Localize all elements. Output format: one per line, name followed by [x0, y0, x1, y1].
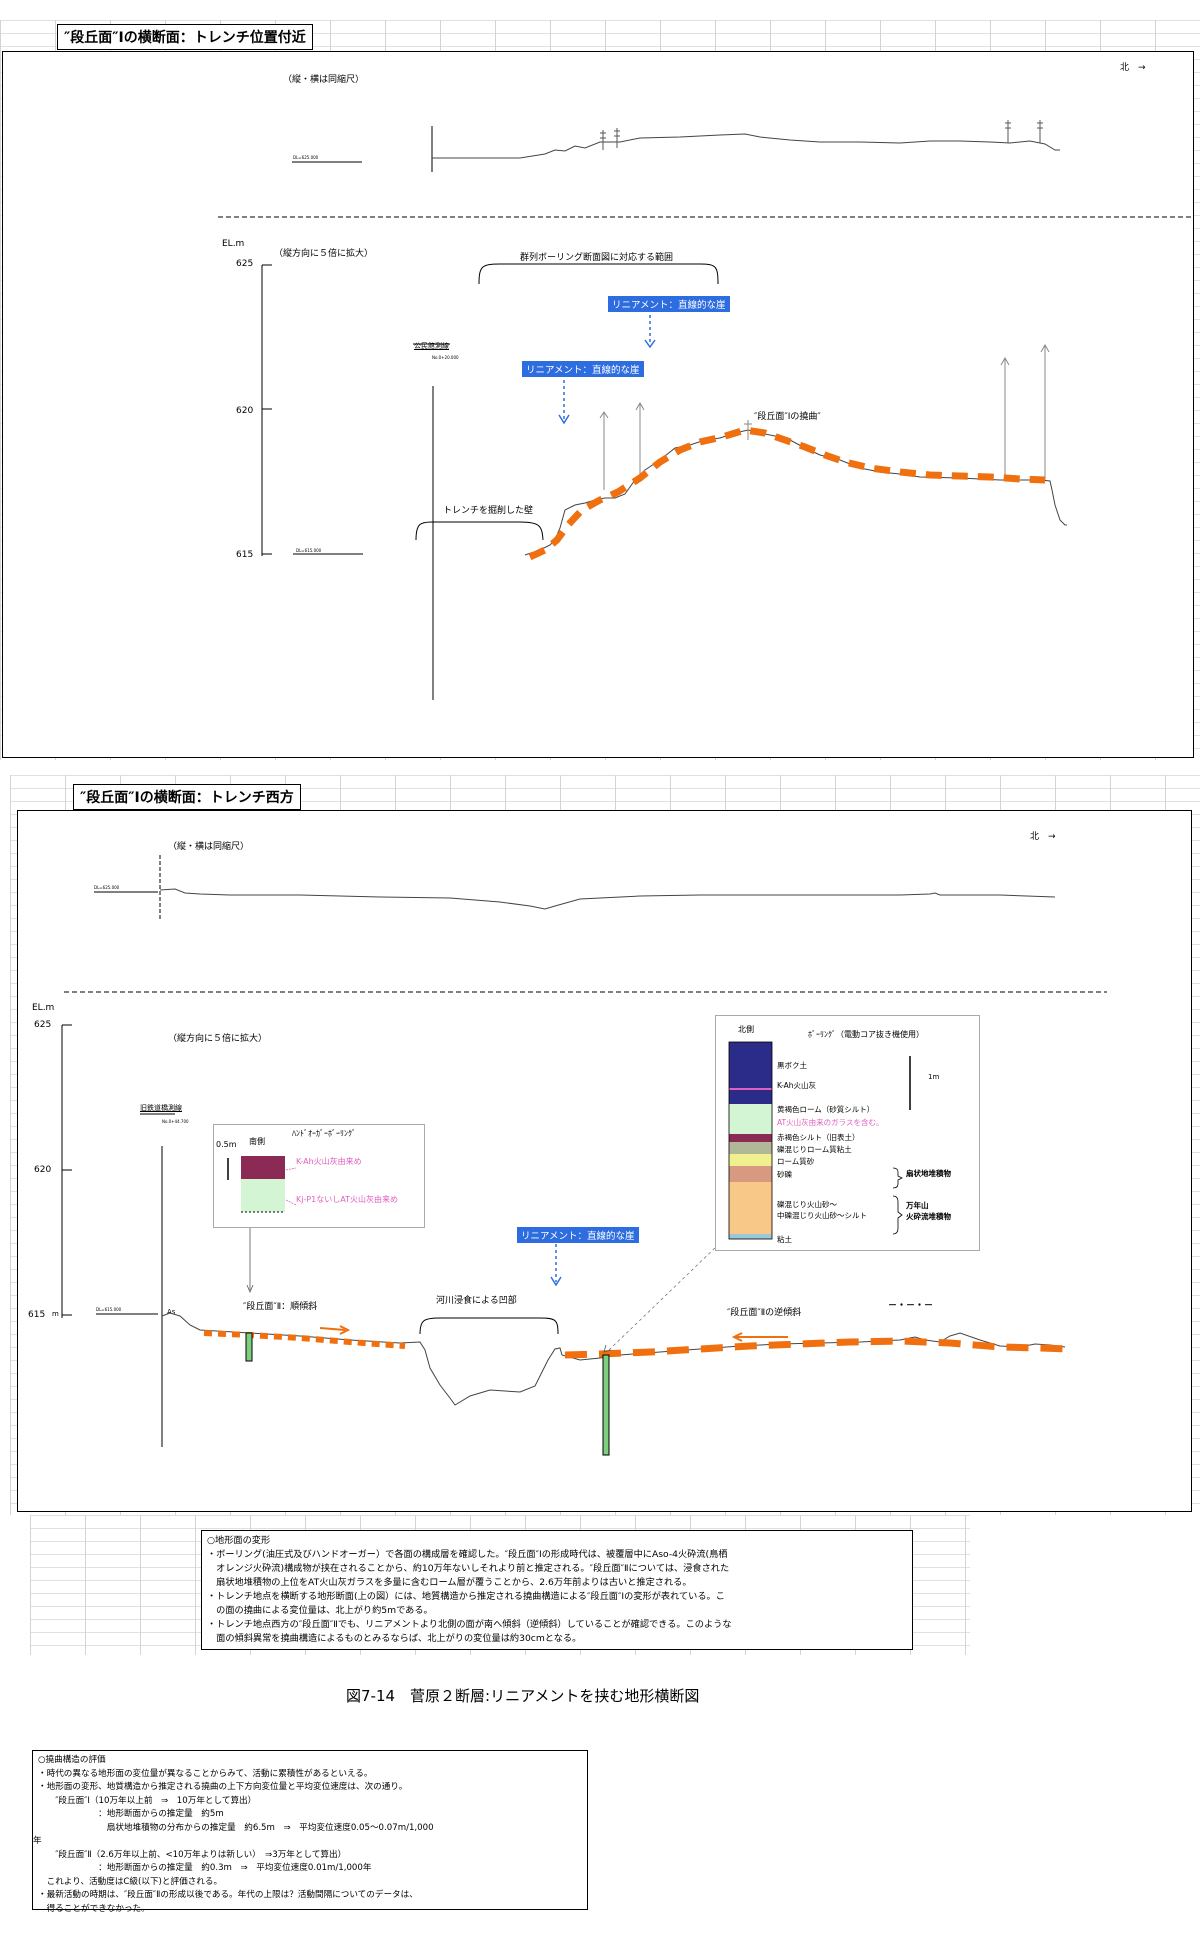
section1-dl-bottom: DL=615.000: [296, 548, 322, 553]
hand-auger-side: 南側: [249, 1137, 265, 1146]
boring-layer-at: AT火山灰由来のガラスを含む。: [777, 1118, 884, 1127]
section2-survey-tiny: No.0+44.700: [162, 1119, 189, 1124]
boring-scale: 1m: [928, 1073, 940, 1081]
evaluation-line: ○撓曲構造の評価: [38, 1755, 106, 1765]
evaluation-textbox: ○撓曲構造の評価 ・時代の異なる地形面の変位量が異なることからみて、活動に累積性…: [32, 1750, 588, 1914]
deformation-line: ○地形面の変形: [207, 1535, 271, 1546]
boring-layer-manen: 万年山: [906, 1201, 929, 1210]
boring-layer-volcanic2: 中礫混じり火山砂〜シルト: [777, 1211, 867, 1220]
evaluation-line: ：地形断面からの推定量 約5m: [38, 1809, 224, 1819]
section2-north-arrow: 北 →: [1030, 832, 1056, 842]
section2-reverse-dip-label: ″段丘面″Ⅱの逆傾斜: [727, 1308, 802, 1318]
deformation-line: ・トレンチ地点西方の″段丘面″Ⅱでも、リニアメントより北側の面が南へ傾斜（逆傾斜…: [207, 1619, 732, 1630]
section1-true-scale-profile: [218, 120, 1192, 218]
deformation-line: の面の撓曲による変位量は、北上がり約5mである。: [207, 1605, 433, 1616]
evaluation-line: 得ることができなかった。: [38, 1903, 150, 1914]
boring-layer-manen2: 火砕流堆積物: [906, 1212, 951, 1221]
section2-river-note: 河川浸食による凹部: [436, 1296, 517, 1306]
section1-el-625: 625: [236, 259, 254, 269]
section1-survey-tiny: No.0+20.000: [432, 355, 459, 360]
section2-title: ″段丘面″Ⅰの横断面：トレンチ西方: [73, 784, 301, 810]
section1-panel: [2, 51, 1194, 758]
boring-layer-sand-gravel: 砂礫: [777, 1170, 792, 1179]
section1-title: ″段丘面″Ⅰの横断面：トレンチ位置付近: [57, 24, 313, 50]
section2-scale-note: （縦・横は同縮尺）: [168, 842, 250, 852]
boring-layer-fan: 扇状地堆積物: [906, 1169, 951, 1178]
deformation-line: ・トレンチ地点を横断する地形断面(上の図）には、地質構造から推定される撓曲構造に…: [207, 1591, 725, 1602]
section1-el-label: EL.m: [222, 239, 245, 249]
section2-dip-north-label: ″段丘面″Ⅱ：順傾斜: [243, 1302, 318, 1312]
deformation-textbox: ○地形面の変形 ・ボーリング(油圧式及びハンドオーガー）で各面の構成層を確認した…: [201, 1530, 913, 1650]
section1-trench-wall-label: トレンチを掘削した壁: [443, 506, 534, 516]
evaluation-line: ・時代の異なる地形面の変位量が異なることからみて、活動に累積性があるといえる。: [38, 1768, 373, 1779]
evaluation-line: ・地形面の変形、地質構造から推定される撓曲の上下方向変位量と平均変位速度は、次の…: [38, 1782, 408, 1792]
section1-boring-range: 群列ボーリング断面図に対応する範囲: [520, 253, 674, 263]
section2-exag-note: （縦方向に５倍に拡大）: [168, 1034, 268, 1044]
section2-survey-line: 旧鉄道橋測線: [140, 1104, 182, 1112]
section1-dl-top: DL=625.000: [293, 155, 319, 160]
deformation-line: 扇状地堆積物の上位をAT火山灰ガラスを多量に含むローム層が覆うことから、2.6万…: [207, 1577, 692, 1588]
section1-lineament-label-1: リニアメント：直線的な崖: [608, 296, 730, 312]
evaluation-line: 扇状地堆積物の分布からの推定量 約6.5m ⇒ 平均変位速度0.05〜0.07m…: [38, 1822, 434, 1833]
boring-side: 北側: [738, 1025, 754, 1034]
evaluation-line: 年: [33, 1836, 42, 1846]
section2-lineament-label: リニアメント：直線的な崖: [517, 1227, 639, 1243]
boring-layer-clay: 粘土: [777, 1235, 792, 1244]
hand-auger-kj: Kj-P1ないしAT火山灰由来め: [296, 1195, 399, 1204]
section1-north-arrow: 北 →: [1120, 63, 1146, 73]
boring-layer-volcanic: 礫混じり火山砂〜: [777, 1200, 837, 1209]
boring-layer-loam-sand: ローム質砂: [777, 1157, 815, 1166]
evaluation-line: ・最新活動の時期は、″段丘面″Ⅱの形成以後である。年代の上限は？活動間隔について…: [38, 1890, 418, 1900]
section2-el-label: EL.m: [32, 1003, 55, 1013]
boring-layer-gravel-loam: 礫混じりローム質粘土: [777, 1145, 852, 1154]
evaluation-line: ″段丘面″Ⅰ（10万年以上前 ⇒ 10万年として算出）: [38, 1795, 257, 1806]
section2-el-620: 620: [34, 1165, 52, 1175]
section2-el-625: 625: [34, 1020, 52, 1030]
evaluation-line: ″段丘面″Ⅱ（2.6万年以上前、<10万年よりは新しい） ⇒3万年として算出）: [38, 1849, 347, 1860]
section2-el-615: 615: [28, 1310, 46, 1320]
section2-as-label: As: [167, 1308, 176, 1316]
evaluation-line: これより、活動度はC級(以下)と評価される。: [38, 1876, 223, 1887]
boring-title: ﾎﾞｰﾘﾝｸﾞ（電動コア抜き機使用）: [808, 1030, 924, 1039]
section2-dl-top: DL=625.000: [94, 885, 120, 890]
hand-auger-title: ﾊﾝﾄﾞｵｰｶﾞｰﾎﾞｰﾘﾝｸﾞ: [292, 1129, 356, 1138]
section1-el-620: 620: [236, 406, 254, 416]
section2-dl-bottom: DL=615.000: [96, 1307, 122, 1312]
section1-exag-note: （縦方向に５倍に拡大）: [274, 249, 374, 259]
section1-exaggerated-profile: [261, 263, 1067, 700]
deformation-line: ・ボーリング(油圧式及びハンドオーガー）で各面の構成層を確認した。″段丘面″Ⅰの…: [207, 1549, 728, 1560]
hand-auger-scale: 0.5m: [216, 1140, 237, 1149]
deformation-line: オレンジ火砕流)構成物が挟在されることから、約10万年ないしそれより前と推定され…: [207, 1563, 730, 1574]
boring-layer-loam: 黄褐色ローム（砂質シルト）: [777, 1105, 875, 1114]
section2-dash-legend: －・－・－: [888, 1301, 934, 1311]
boring-layer-red-silt: 赤褐色シルト（旧表土）: [777, 1133, 860, 1142]
hand-auger-k-ah: K-Ah火山灰由来め: [296, 1157, 362, 1166]
evaluation-line: ：地形断面からの推定量 約0.3m ⇒ 平均変位速度0.01m/1,000年: [38, 1863, 372, 1873]
section1-scale-note: （縦・横は同縮尺）: [283, 75, 365, 85]
section1-survey-line: 公民館測線: [414, 342, 449, 350]
boring-layer-kah: K-Ah火山灰: [777, 1081, 817, 1090]
section2-m-unit: m: [52, 1310, 59, 1318]
section1-flexure-label: ″段丘面″Ⅰの撓曲″: [754, 412, 821, 422]
section1-el-615: 615: [236, 550, 254, 560]
section1-lineament-label-2: リニアメント：直線的な崖: [522, 361, 644, 377]
deformation-line: 面の傾斜異常を撓曲構造によるものとみるならば、北上がりの変位量は約30cmとなる…: [207, 1633, 582, 1644]
boring-layer-kuroboku: 黒ボク土: [777, 1061, 807, 1070]
figure-caption: 図7-14 菅原２断層:リニアメントを挟む地形横断図: [346, 1687, 700, 1705]
